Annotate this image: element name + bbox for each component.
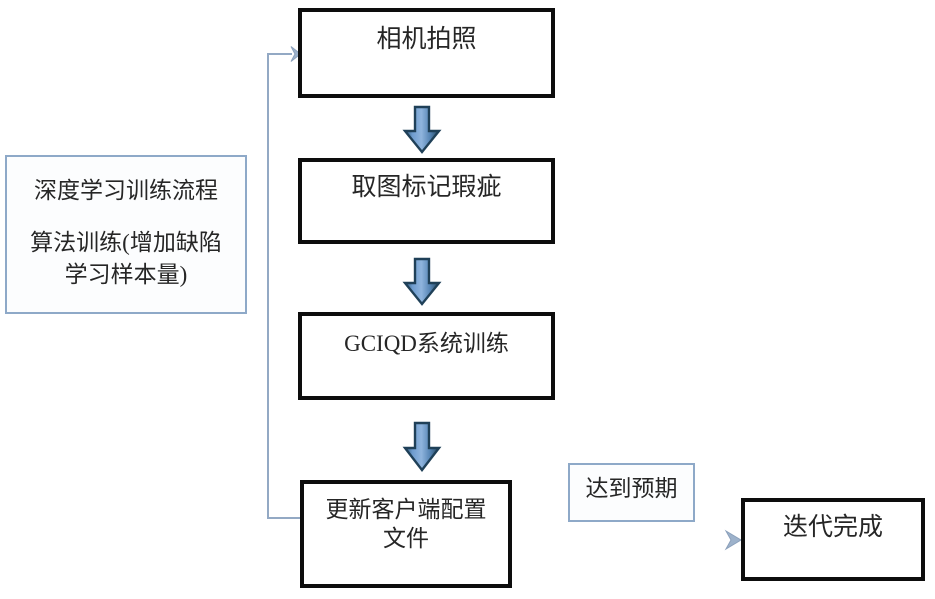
side-note-line-2: 算法训练(增加缺陷 [30,230,222,255]
node-update-client-config[interactable]: 更新客户端配置 文件 [300,480,512,588]
side-note-box: 深度学习训练流程 算法训练(增加缺陷 学习样本量) [5,155,247,314]
node-camera-capture-label: 相机拍照 [376,26,477,53]
edge-label-meets-expectation-text: 达到预期 [585,476,678,501]
side-note-line-1: 深度学习训练流程 [34,178,218,203]
node-iteration-complete-label: 迭代完成 [782,514,883,541]
node-update-client-config-label: 更新客户端配置 文件 [325,497,487,551]
arrow-capture-to-mark [402,105,442,154]
edge-label-meets-expectation: 达到预期 [568,463,695,522]
node-mark-defect[interactable]: 取图标记瑕疵 [298,158,555,244]
node-system-training[interactable]: GCIQD系统训练 [298,312,555,400]
node-camera-capture[interactable]: 相机拍照 [298,8,555,98]
side-note-line-3: 学习样本量) [64,262,188,287]
arrow-mark-to-training [402,257,442,306]
node-iteration-complete[interactable]: 迭代完成 [741,498,925,581]
arrow-training-to-config [402,421,442,472]
arrow-feedback-loop [267,46,302,519]
node-mark-defect-label: 取图标记瑕疵 [351,174,502,201]
arrow-config-to-complete [512,529,742,551]
node-system-training-label: GCIQD系统训练 [344,331,509,356]
